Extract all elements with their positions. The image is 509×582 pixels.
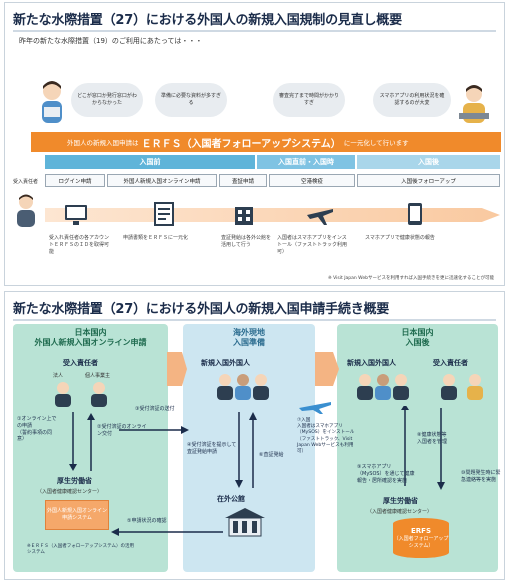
phase-before-entry: 入国前 — [45, 155, 255, 169]
step5-status-check: ⑤申請状況の確認 — [127, 518, 167, 524]
arrow-step3 — [119, 426, 189, 434]
flow-arrow-1 — [167, 352, 187, 386]
erfs-label: ERFS — [411, 526, 431, 535]
concern-bubble-2: 準備に必要な資料が多すぎる — [155, 83, 227, 117]
slide1-subtitle: 昨年の新たな水際措置（19）のご利用にあたっては・・・ — [19, 37, 203, 45]
banner-erfs-text: ＥＲＦＳ（入国者フォローアップシステム） — [141, 138, 341, 150]
concern-bubble-1: どこが窓口か発行窓口がわからなかった — [71, 83, 143, 117]
sole-proprietor-label: 個人事業主 — [85, 373, 111, 379]
slide-erfs-overview: 新たな水際措置（27）における外国人の新規入国規制の見直し概要 昨年の新たな水際… — [4, 2, 505, 286]
desc-unify: 申請書類をＥＲＦＳに一元化 — [123, 235, 189, 241]
receiver-label-right: 受入責任者 — [433, 359, 468, 367]
desc-app-install: 入国者はスマホアプリをインストール（ファストトラック利用可） — [277, 235, 348, 255]
slide2-title: 新たな水際措置（27）における外国人の新規入国申請手続き概要 — [13, 302, 390, 317]
slide1-title: 新たな水際措置（27）における外国人の新規入国規制の見直し概要 — [13, 13, 402, 28]
right-flow-arrows — [401, 406, 445, 490]
online-application-system-box: 外国人新規入国オンライン申請システム — [45, 500, 109, 530]
step-login: ログイン申請 — [45, 174, 105, 187]
step-visa-application: 査証申請 — [219, 174, 267, 187]
panel-left-header: 日本国内 外国人新規入国オンライン申請 — [34, 328, 147, 348]
visit-japan-footnote: ※ Visit Japan Webサービスを利用すれば入国手続きを更に迅速化する… — [327, 276, 494, 281]
title-divider — [13, 319, 496, 321]
title-divider — [13, 30, 496, 32]
step-follow-up: 入国後フォローアップ — [357, 174, 500, 187]
step1-online-application: ①オンライン上での申請 （誓約事項の同意） — [17, 416, 57, 443]
monitor-icon — [65, 205, 87, 225]
airplane-icon — [307, 209, 333, 225]
panel-middle-header: 海外現地 入国準備 — [233, 328, 265, 348]
erfs-banner: 外国人の新規入国申請は ＥＲＦＳ（入国者フォローアップシステム） に一元化して行… — [31, 132, 501, 152]
banner-pre-text: 外国人の新規入国申請は — [67, 139, 139, 147]
new-entrant-label-middle: 新規入国外国人 — [201, 359, 250, 367]
airplane-icon — [299, 402, 331, 414]
new-entrant-label-right: 新規入国外国人 — [347, 359, 396, 367]
document-icon — [154, 202, 174, 226]
step3-send-receipt: ③受付済証の送付 — [135, 406, 175, 412]
erfs-sub-label: （入国者フォローアップシステム） — [393, 536, 449, 549]
phase-at-entry: 入国直前・入国時 — [257, 155, 355, 169]
receiver-persons-right-icon — [441, 374, 483, 400]
step9-app-report: ⑨スマホアプリ（MySOS）を通じて健康報告・居所確認を実施 — [357, 464, 415, 484]
step7-entry: ⑦入国 入国者はスマホアプリ（MySOS）をインストール （ファストトラック、V… — [297, 418, 355, 454]
person-with-laptop-icon — [459, 85, 489, 123]
mhlw-sub-right: （入国者健康確認センター） — [367, 509, 433, 515]
embassy-label: 在外公館 — [217, 495, 245, 503]
desc-id: 受入れ責任者の各アカウントＥＲＦＳのＩＤを取得可能 — [49, 235, 110, 255]
arrow-step5 — [111, 528, 223, 536]
panel-right-header: 日本国内 入国後 — [401, 328, 434, 348]
mhlw-label-right: 厚生労働省 — [383, 497, 418, 505]
concern-bubble-4: スマホアプリの利用状況を確認するのが大変 — [373, 83, 451, 117]
concern-bubble-3: 審査完了まで時間がかかりすぎ — [273, 83, 345, 117]
step6-visa-issue: ⑥査証発給 — [259, 452, 284, 458]
step-airport-quarantine: 空港検疫 — [269, 174, 355, 187]
mhlw-sub-left: （入国者健康確認センター） — [37, 489, 103, 495]
embassy-icon — [225, 508, 265, 537]
entrant-persons-right-icon — [357, 374, 409, 400]
desc-health-report: スマホアプリで健康状態の報告 — [365, 235, 435, 241]
left-flow-arrows — [69, 412, 95, 471]
step8-health-management: ⑧健康状態等 入国者を管理 — [417, 432, 448, 445]
phase-after-entry: 入国後 — [357, 155, 500, 169]
flow-arrow-2 — [315, 352, 339, 386]
mhlw-label-left: 厚生労働省 — [57, 477, 92, 485]
worried-person-icon — [42, 81, 62, 123]
smartphone-icon — [408, 203, 422, 225]
receiver-label: 受入責任者 — [13, 179, 39, 185]
receiver-person-icon — [17, 194, 35, 227]
new-entrant-persons-icon — [217, 374, 269, 400]
corporation-label: 法人 — [53, 373, 64, 379]
receiver-label-left: 受入責任者 — [63, 359, 98, 367]
step-online-application: 外国人新規入国オンライン申請 — [107, 174, 217, 187]
slide-application-procedure: 新たな水際措置（27）における外国人の新規入国申請手続き概要 日本国内 外国人新… — [4, 291, 505, 580]
step4-visa-application: ④受付済証を提示して査証発給申請 — [187, 442, 237, 455]
banner-post-text: に一元化して行います — [343, 139, 409, 147]
timeline-arrow — [45, 208, 500, 222]
receiver-persons-icon — [55, 382, 107, 407]
step10-emergency-contact: ⑩問題発生時に緊急連絡等を実施 — [461, 470, 501, 483]
desc-visa: 査証発給は各外公館を活用して行う — [221, 235, 272, 248]
erfs-database-icon: ERFS （入国者フォローアップシステム） — [393, 518, 449, 558]
embassy-building-icon — [235, 207, 253, 225]
middle-flow-arrows — [235, 412, 257, 488]
step2-receipt-issue: ②受付済証のオンライン交付 — [97, 424, 147, 437]
erfs-note: ※ＥＲＦＳ（入国者フォローアップシステム）の活用システム — [27, 544, 134, 556]
